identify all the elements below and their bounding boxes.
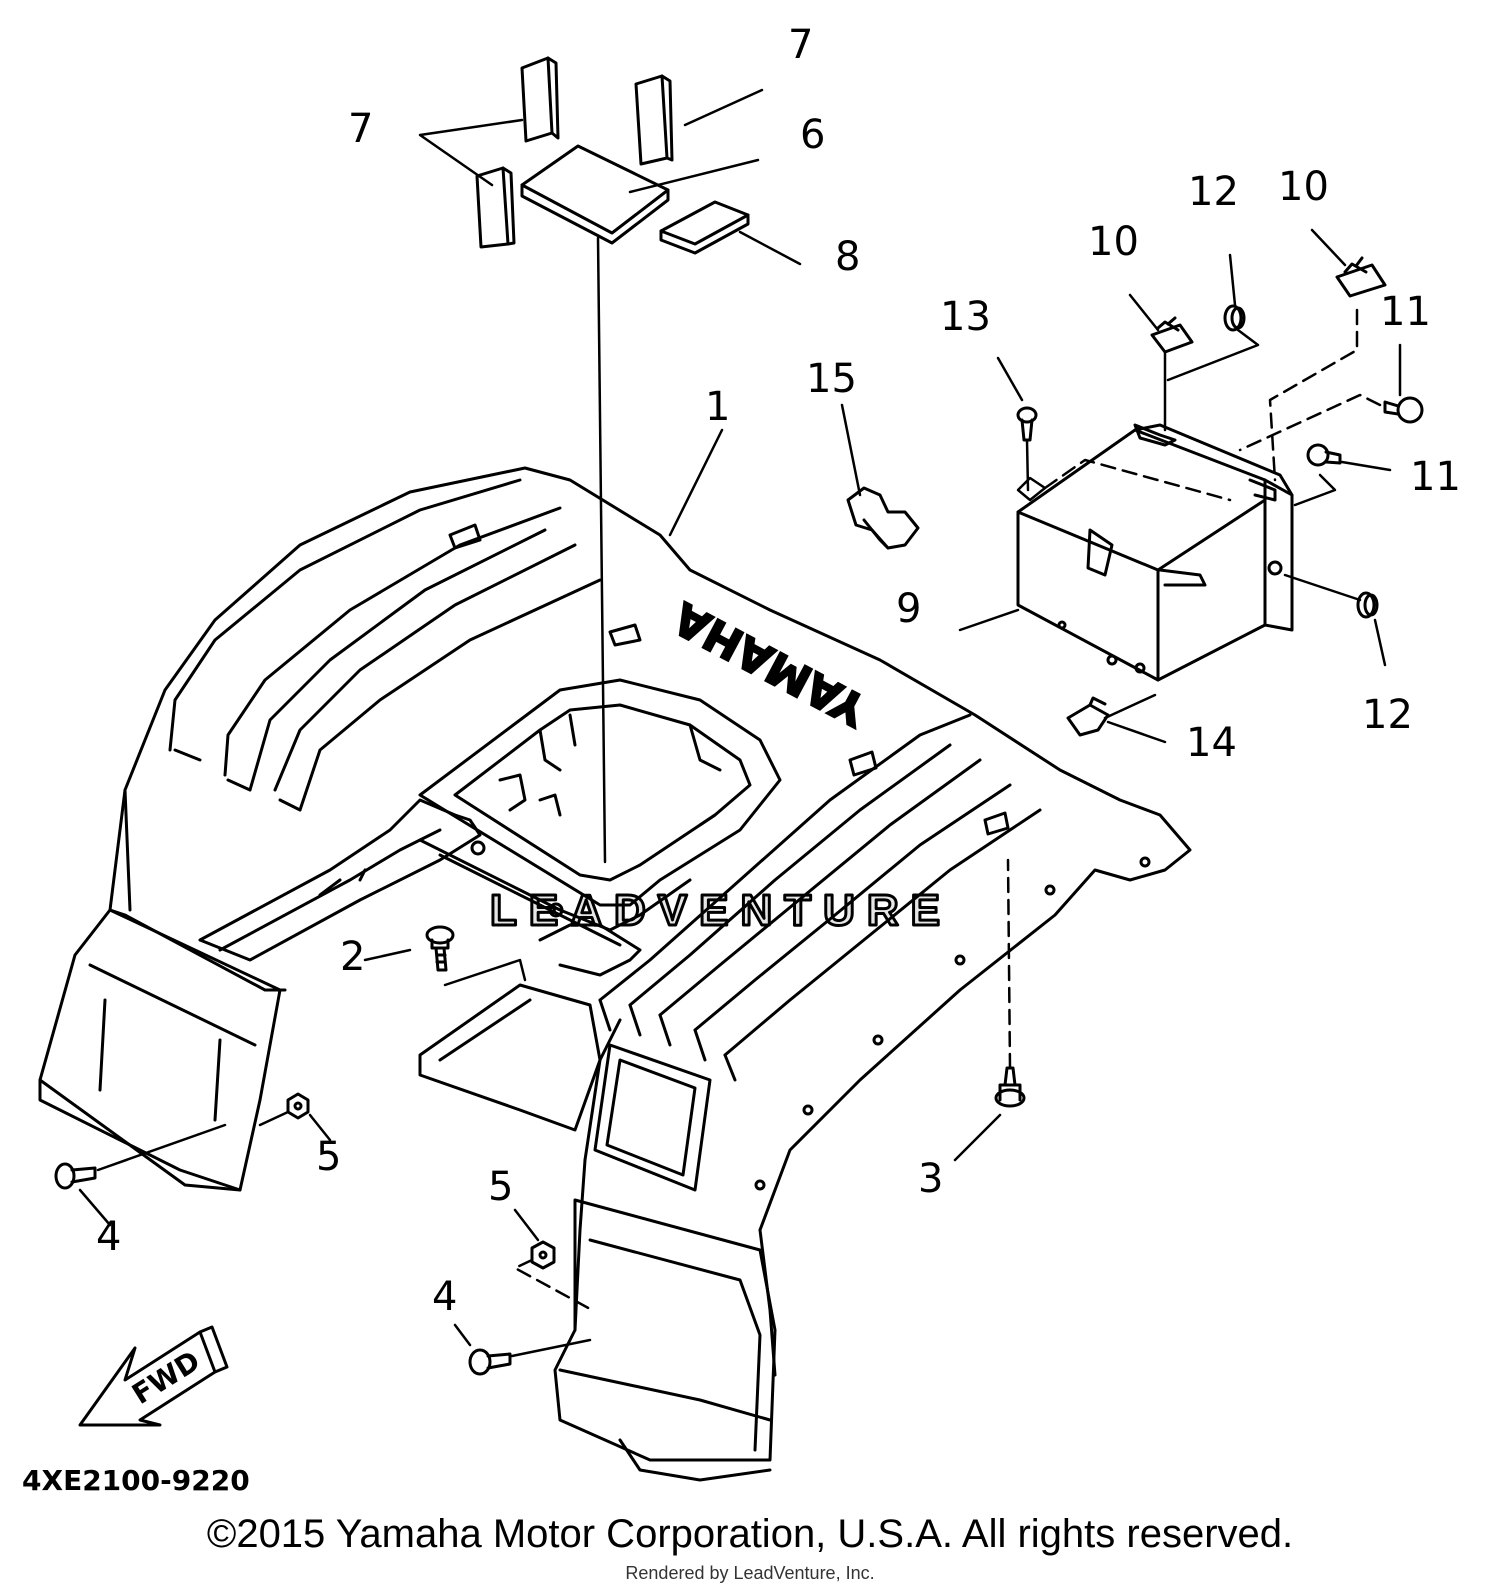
- callout-11-a: 11: [1380, 289, 1431, 335]
- decal-7-a: [520, 56, 560, 143]
- callout-7-a: 7: [348, 106, 373, 152]
- bolt-2: [425, 925, 455, 972]
- band-15: [846, 486, 920, 550]
- callout-10-b: 10: [1278, 164, 1329, 210]
- callout-6: 6: [800, 112, 825, 158]
- screw-4-a: [54, 1162, 97, 1190]
- callout-4-a: 4: [96, 1214, 121, 1260]
- part-code: 4XE2100-9220: [22, 1464, 250, 1497]
- connector-14: [1066, 696, 1110, 737]
- rear-fender: [38, 466, 1192, 1482]
- callout-11-b: 11: [1410, 454, 1461, 500]
- decal-8: [659, 200, 750, 255]
- callout-10-a: 10: [1088, 219, 1139, 265]
- callout-1: 1: [705, 384, 730, 430]
- callout-5-b: 5: [488, 1164, 513, 1210]
- callout-7-b: 7: [788, 22, 813, 68]
- clip-10-a: [1150, 316, 1194, 354]
- callout-5-a: 5: [316, 1134, 341, 1180]
- callout-9: 9: [896, 586, 921, 632]
- callout-14: 14: [1186, 720, 1237, 766]
- screw-4-b: [468, 1348, 512, 1376]
- fwd-arrow: [78, 1325, 229, 1427]
- callout-15: 15: [806, 356, 857, 402]
- render-credit: Rendered by LeadVenture, Inc.: [625, 1563, 875, 1583]
- bolt-13: [1016, 406, 1038, 442]
- callout-12-b: 12: [1362, 692, 1413, 738]
- callout-13: 13: [940, 294, 991, 340]
- grommet-12-a: [1223, 304, 1246, 332]
- callout-4-b: 4: [432, 1274, 457, 1320]
- clip-10-b: [1335, 256, 1387, 298]
- nut-5-a: [286, 1092, 310, 1120]
- fender-brand-text: YAMAHA: [665, 592, 876, 736]
- bolt-3: [994, 1066, 1026, 1108]
- decal-7-b: [634, 74, 674, 166]
- decal-6: [520, 144, 670, 245]
- callout-12-a: 12: [1188, 169, 1239, 215]
- storage-box: [1016, 423, 1294, 682]
- callout-2: 2: [340, 934, 365, 980]
- decal-7-c: [475, 166, 516, 249]
- callout-8: 8: [835, 234, 860, 280]
- nut-5-b: [530, 1240, 556, 1270]
- screw-11-b: [1306, 443, 1342, 467]
- copyright-notice: ©2015 Yamaha Motor Corporation, U.S.A. A…: [206, 1512, 1294, 1556]
- grommet-12-b: [1356, 591, 1379, 619]
- callout-3: 3: [918, 1156, 943, 1202]
- screw-11-a: [1383, 396, 1424, 424]
